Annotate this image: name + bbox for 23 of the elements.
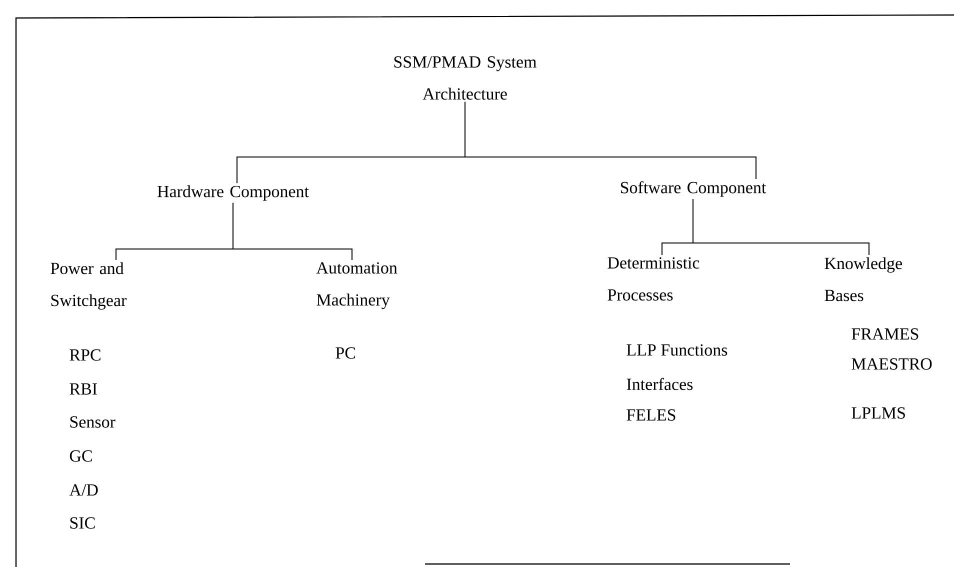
list-item: MAESTRO bbox=[852, 358, 932, 370]
node-label: Knowledge Bases bbox=[824, 257, 902, 302]
connector-line bbox=[692, 198, 870, 256]
list-item: RPC bbox=[70, 349, 100, 361]
list-item: SIC bbox=[70, 517, 95, 529]
list-item: RBI bbox=[70, 383, 97, 395]
connector-line bbox=[464, 101, 756, 180]
node-label: Power and Switchgear bbox=[50, 262, 127, 310]
list-item: PC bbox=[336, 347, 356, 359]
connector-line bbox=[232, 202, 352, 260]
list-item: A/D bbox=[69, 484, 98, 496]
list-item: LPLMS bbox=[852, 407, 905, 419]
node-label: Automation Machinery bbox=[316, 262, 398, 310]
list-item: Sensor bbox=[70, 416, 116, 428]
node-label: SSM/PMAD System Architecture bbox=[394, 56, 536, 100]
list-item: GC bbox=[70, 450, 92, 462]
node-label: Deterministic Processes bbox=[608, 257, 700, 301]
list-item: Interfaces bbox=[626, 378, 693, 390]
node-label: Software Component bbox=[620, 181, 766, 197]
list-item: FELES bbox=[626, 409, 676, 421]
list-item: FRAMES bbox=[852, 328, 918, 340]
list-item: LLP Functions bbox=[626, 344, 728, 356]
node-label: Hardware Component bbox=[158, 185, 309, 201]
